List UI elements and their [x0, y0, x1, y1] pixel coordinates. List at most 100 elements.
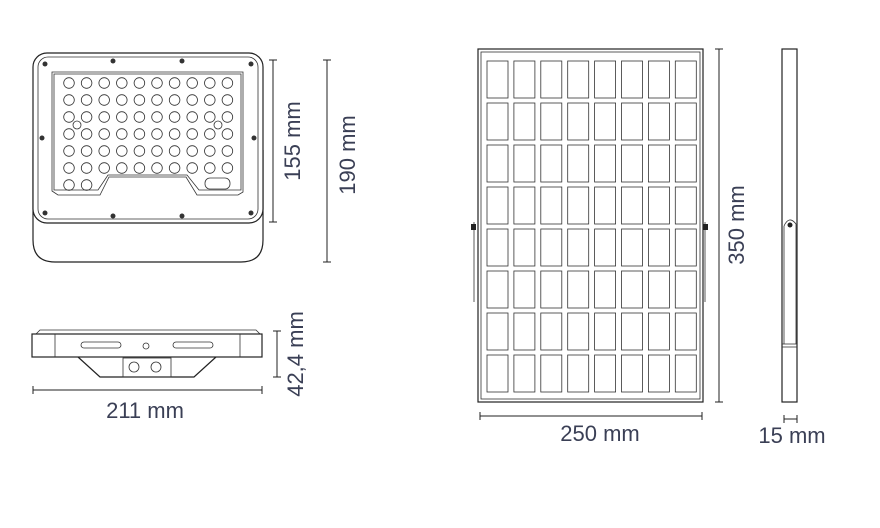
- dimension-15: 15 mm: [758, 415, 826, 448]
- solar-cell: [513, 144, 536, 183]
- led: [80, 145, 93, 157]
- led: [63, 162, 75, 174]
- led: [221, 128, 234, 140]
- solar-cell: [567, 354, 590, 393]
- led: [204, 162, 216, 174]
- led: [221, 94, 234, 106]
- solar-cell: [648, 144, 670, 183]
- led: [116, 111, 128, 123]
- led: [221, 77, 234, 89]
- led: [63, 145, 75, 157]
- solar-cell: [567, 60, 590, 99]
- solar-cell: [621, 354, 643, 393]
- solar-cell: [513, 354, 536, 393]
- led: [63, 179, 75, 191]
- mounting-boss: [72, 120, 82, 130]
- floodlight-front-view: [32, 52, 264, 263]
- led: [116, 128, 128, 140]
- led: [80, 94, 93, 106]
- led: [204, 145, 216, 157]
- solar-cell: [621, 144, 643, 183]
- mounting-bracket: [32, 150, 264, 263]
- solar-cell: [540, 186, 563, 225]
- led: [98, 128, 110, 140]
- solar-cell: [621, 228, 643, 267]
- solar-cell: [648, 102, 670, 141]
- led: [151, 128, 163, 140]
- solar-cell: [540, 270, 563, 309]
- dimension-155: 155 mm: [269, 59, 305, 223]
- solar-cell: [567, 228, 590, 267]
- solar-cell: [594, 144, 616, 183]
- dimension-42-4: 42,4 mm: [273, 311, 308, 397]
- screw: [179, 58, 185, 64]
- screws: [39, 58, 257, 219]
- led: [98, 94, 110, 106]
- led: [116, 94, 128, 106]
- led: [186, 162, 198, 174]
- solar-panel-side-view: [781, 48, 798, 403]
- solar-cell: [540, 144, 563, 183]
- dimension-label-350: 350 mm: [724, 185, 749, 264]
- led: [133, 128, 146, 140]
- led: [98, 145, 110, 157]
- led: [98, 77, 110, 89]
- solar-cell: [594, 228, 616, 267]
- led: [168, 94, 181, 106]
- led: [63, 94, 75, 106]
- led: [204, 94, 216, 106]
- solar-cell: [513, 228, 536, 267]
- housing-outer: [32, 52, 264, 224]
- solar-cell-grid: [486, 60, 697, 393]
- led: [116, 145, 128, 157]
- mounting-boss: [213, 120, 223, 130]
- solar-cell: [674, 312, 697, 351]
- led: [168, 145, 181, 157]
- led: [168, 162, 181, 174]
- solar-cell: [486, 144, 509, 183]
- solar-cell: [486, 228, 509, 267]
- solar-cell: [648, 354, 670, 393]
- led: [151, 145, 163, 157]
- led: [80, 162, 93, 174]
- solar-cell: [486, 312, 509, 351]
- solar-cell: [540, 102, 563, 141]
- solar-cell: [513, 60, 536, 99]
- dimension-label-211: 211 mm: [106, 398, 184, 423]
- led: [186, 77, 198, 89]
- led: [116, 77, 128, 89]
- solar-cell: [648, 60, 670, 99]
- solar-cell: [486, 102, 509, 141]
- dimension-350: 350 mm: [715, 48, 749, 403]
- dimension-label-250: 250 mm: [560, 421, 639, 446]
- solar-cell: [594, 354, 616, 393]
- led-plate: [51, 71, 244, 196]
- solar-cell: [567, 102, 590, 141]
- solar-cell: [513, 312, 536, 351]
- led: [63, 77, 75, 89]
- solar-cell: [674, 354, 697, 393]
- solar-cell: [674, 270, 697, 309]
- screw: [251, 135, 257, 141]
- screw: [39, 135, 45, 141]
- led: [133, 111, 146, 123]
- led: [133, 145, 146, 157]
- led: [80, 179, 93, 191]
- solar-cell: [594, 270, 616, 309]
- solar-cell: [674, 228, 697, 267]
- screw: [110, 213, 116, 219]
- screw: [248, 61, 254, 67]
- led: [151, 77, 163, 89]
- solar-cell: [648, 270, 670, 309]
- screw: [248, 210, 254, 216]
- led: [133, 162, 146, 174]
- led: [80, 77, 93, 89]
- led: [168, 111, 181, 123]
- solar-cell: [621, 186, 643, 225]
- dimension-190: 190 mm: [323, 59, 360, 263]
- led: [186, 128, 198, 140]
- led: [186, 145, 198, 157]
- led: [186, 111, 198, 123]
- solar-cell: [621, 102, 643, 141]
- solar-cell: [621, 60, 643, 99]
